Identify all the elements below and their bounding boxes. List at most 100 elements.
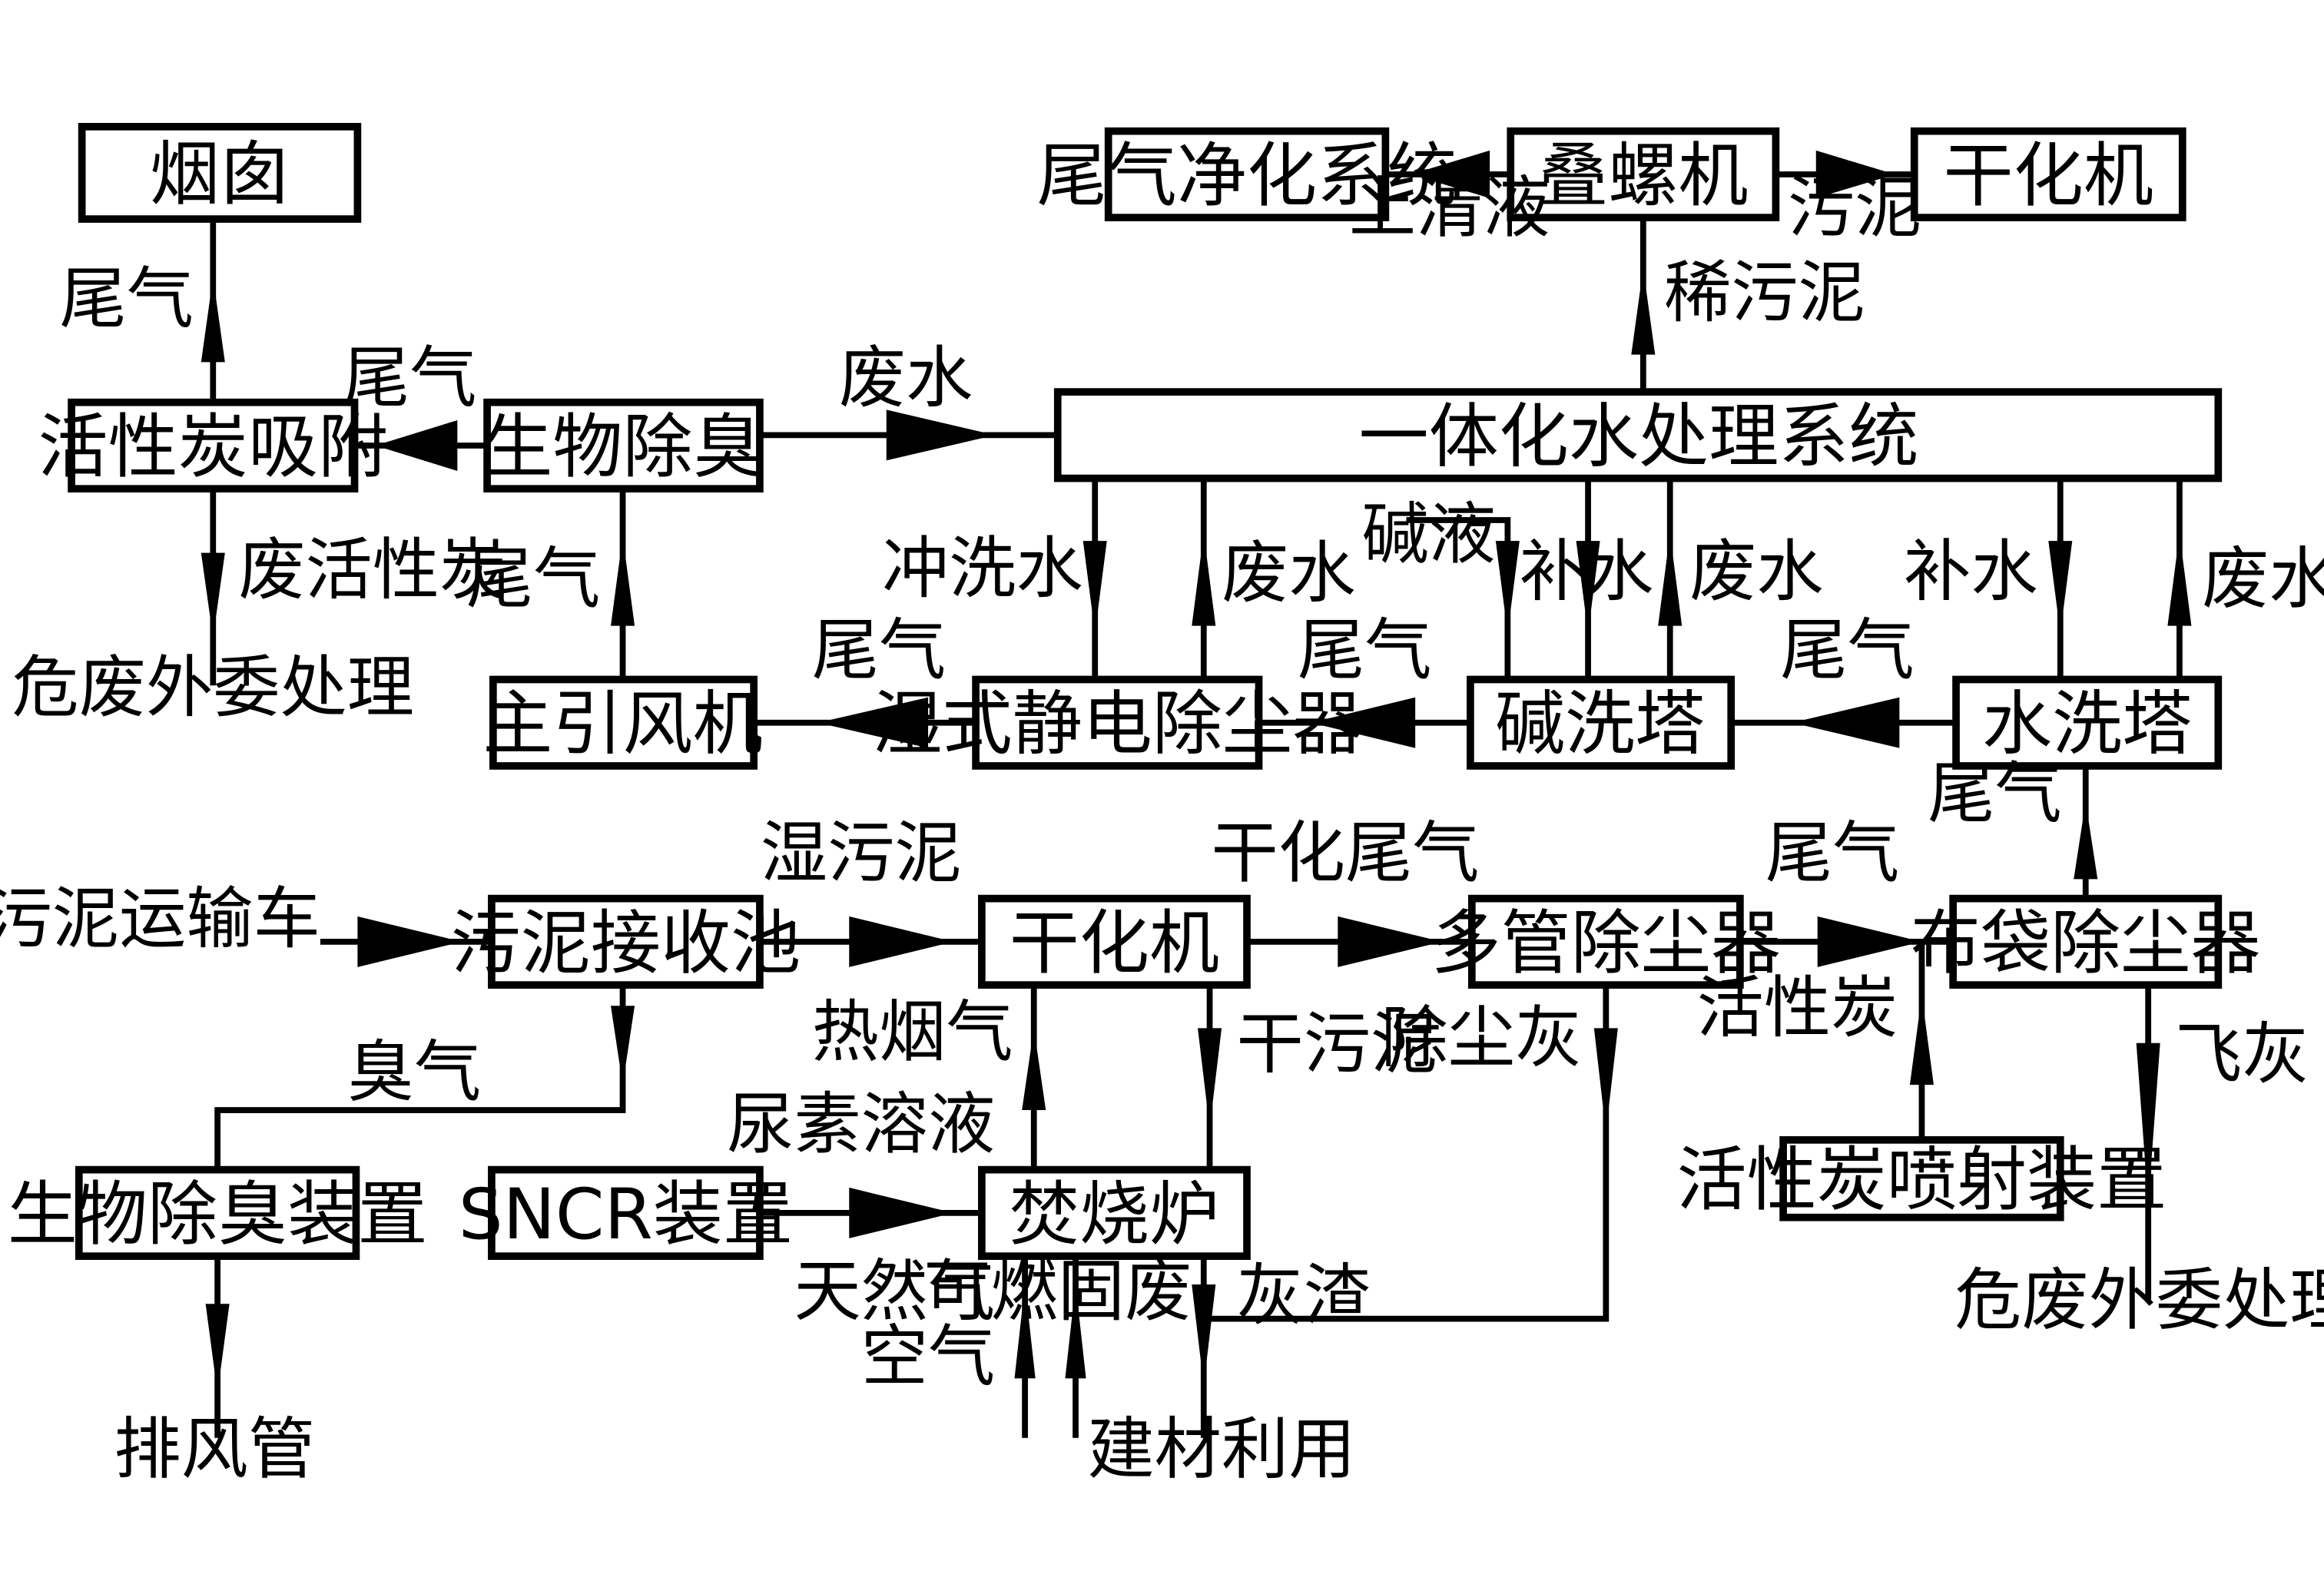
flow-label-wastewater-bio-to-water: 废水 [839, 339, 973, 417]
flow-label-flush-water: 冲洗水 [882, 529, 1083, 608]
flow-label-tailgas-bag-to-water: 尾气 [1928, 754, 2062, 833]
arrowhead-down-esp-flush [1082, 541, 1107, 634]
arrowhead-down-scrubber-makeup [2048, 541, 2073, 634]
box-chimney[interactable]: 烟囱 [78, 123, 362, 223]
flow-label-air: 空气 [861, 1318, 996, 1396]
box-incinerator[interactable]: 焚烧炉 [978, 1165, 1251, 1260]
box-label-stack-screw: 叠螺机 [1538, 135, 1748, 217]
arrowhead-down-dustash [1593, 1028, 1618, 1133]
arrowhead-up-air [1065, 1284, 1086, 1379]
box-label-sludge-receiving-pool: 污泥接收池 [451, 903, 801, 984]
terminal-exhaust-pipe: 排风管 [114, 1410, 315, 1488]
arrowhead-left-esp [1311, 697, 1416, 748]
arrowhead-down-hazwaste [201, 552, 225, 638]
box-label-main-induced-draft-fan: 主引风机 [482, 684, 763, 765]
arrowhead-down-drysludge [1198, 1028, 1222, 1129]
flow-label-wastewater-esp: 废水 [1222, 534, 1356, 612]
arrowhead-up-naturalgas [1014, 1284, 1036, 1379]
flow-label-activated-carbon: 活性炭 [1697, 969, 1898, 1047]
box-layer: 烟囱 尾气净化系统 叠螺机 干化机 活性炭吸附 生物除臭 [8, 123, 2261, 1260]
arrowhead-up-scrubber [2074, 801, 2098, 880]
box-sludge-receiving-pool[interactable]: 污泥接收池 [451, 894, 801, 989]
arrowhead-up-hotgas [1022, 1028, 1046, 1111]
terminal-hazardous-waste-left: 危废外委处理 [12, 648, 415, 727]
box-dryer[interactable]: 干化机 [978, 894, 1251, 989]
arrowhead-left-carbon [375, 419, 458, 471]
flow-label-natural-gas: 天然气 [794, 1252, 996, 1331]
box-dryer-top[interactable]: 干化机 [1910, 127, 2186, 222]
box-carbon-injection-unit[interactable]: 活性炭喷射装置 [1676, 1136, 2167, 1221]
flow-label-tailgas-water-to-alkali: 尾气 [1780, 612, 1915, 690]
arrowhead-down-flyash [2136, 1042, 2160, 1205]
flow-label-tailgas-esp-to-fan: 尾气 [812, 612, 947, 690]
flow-label-sludge-to-dryer: 污泥 [1788, 169, 1922, 247]
flow-label-dust-ash: 除尘灰 [1381, 999, 1583, 1077]
flow-label-supernatant: 上清液 [1349, 169, 1550, 247]
terminal-label-layer: 危废外委处理 排风管 建材利用 危废外委处理 [12, 648, 2324, 1488]
arrowhead-right-bag [1817, 916, 1922, 967]
flow-label-fly-ash: 飞灰 [2175, 1015, 2309, 1093]
flow-label-urea-solution: 尿素溶液 [727, 1085, 995, 1164]
arrowhead-up-esp-waste [1192, 533, 1216, 626]
box-integrated-water-treatment[interactable]: 一体化水处理系统 [1053, 388, 2223, 482]
flow-label-sludge-truck: 污泥运输车 [0, 880, 320, 958]
box-multi-tube-dust-collector[interactable]: 多管除尘器 [1431, 894, 1782, 989]
arrowhead-up-screw [1631, 268, 1656, 355]
flow-label-alkali-liquor: 碱液 [1361, 495, 1496, 573]
flow-label-dry-sludge: 干污泥 [1236, 1005, 1437, 1083]
flow-label-wastewater-alkali: 废水 [1689, 532, 1824, 611]
box-main-induced-draft-fan[interactable]: 主引风机 [482, 675, 763, 770]
box-label-carbon-injection-unit: 活性炭喷射装置 [1676, 1139, 2167, 1221]
flow-label-waste-activated-carbon: 废活性炭 [238, 531, 506, 609]
flow-label-makeup-water-alkali: 补水 [1520, 532, 1654, 611]
flow-label-layer: 尾气 上清液 污泥 稀污泥 尾气 废水 废活性炭 尾气 冲洗水 废水 碱液 补水… [0, 169, 2324, 1397]
arrowhead-down-odor [611, 1006, 635, 1085]
box-label-integrated-water-treatment: 一体化水处理系统 [1359, 396, 1919, 477]
arrowhead-right-pool [357, 916, 462, 967]
flow-label-ash-slag: 灰渣 [1236, 1257, 1371, 1335]
flow-label-combustible-solid-waste: 可燃固废 [923, 1252, 1192, 1331]
connector-layer [201, 150, 2192, 1438]
box-alkali-scrubber[interactable]: 碱洗塔 [1467, 675, 1736, 770]
arrowhead-left-purification [1411, 150, 1490, 198]
flow-label-dry-tailgas: 干化尾气 [1211, 814, 1479, 893]
terminal-building-material-use: 建材利用 [1088, 1410, 1356, 1488]
flow-label-odor: 臭气 [347, 1033, 482, 1112]
arrowhead-up-alkali-waste [1658, 533, 1682, 626]
flow-label-makeup-water-water: 补水 [1904, 532, 2038, 611]
box-label-bag-filter: 布袋除尘器 [1911, 903, 2261, 984]
flow-label-tailgas-to-chimney: 尾气 [60, 260, 194, 338]
arrowhead-right-dust [1338, 916, 1443, 967]
arrowhead-up-bio [611, 536, 635, 626]
terminal-hazardous-waste-right: 危废外委处理 [1954, 1261, 2324, 1339]
flow-label-wastewater-water: 废水 [2202, 540, 2324, 618]
box-stack-screw[interactable]: 叠螺机 [1507, 127, 1780, 222]
box-label-sncr-unit: SNCR装置 [459, 1174, 793, 1255]
arrowhead-down-pipe [205, 1304, 230, 1394]
box-label-incinerator: 焚烧炉 [1009, 1174, 1219, 1255]
arrowhead-left-fan [817, 697, 929, 748]
box-bag-filter[interactable]: 布袋除尘器 [1911, 894, 2261, 989]
arrowhead-up-scrubber-waste [2167, 533, 2192, 626]
box-label-water-scrubber: 水洗塔 [1982, 684, 2192, 765]
box-label-multi-tube-dust-collector: 多管除尘器 [1431, 903, 1782, 984]
arrowhead-up-chimney [201, 277, 225, 363]
box-tailgas-purification[interactable]: 尾气净化系统 [1037, 127, 1457, 222]
arrowhead-up-carbon-injection [1909, 995, 1934, 1085]
box-bio-deodorization[interactable]: 生物除臭 [482, 398, 764, 493]
flow-label-wet-sludge: 湿污泥 [761, 814, 962, 893]
arrowhead-right-water [886, 409, 996, 461]
box-wet-esp[interactable]: 湿式静电除尘器 [872, 675, 1362, 770]
box-bio-deodorization-unit[interactable]: 生物除臭装置 [8, 1165, 428, 1260]
flow-label-tailgas-bio-to-carbon: 尾气 [343, 339, 477, 417]
box-activated-carbon-adsorption[interactable]: 活性炭吸附 [38, 398, 388, 493]
arrowhead-right-incinerator [849, 1187, 954, 1238]
box-water-scrubber[interactable]: 水洗塔 [1952, 675, 2223, 770]
box-label-chimney: 烟囱 [150, 134, 290, 215]
arrowhead-right-dryer2 [849, 916, 954, 967]
arrowhead-left-alkali [1792, 697, 1900, 748]
box-sncr-unit[interactable]: SNCR装置 [459, 1165, 793, 1260]
arrowhead-down-alkali-makeup [1576, 541, 1600, 634]
